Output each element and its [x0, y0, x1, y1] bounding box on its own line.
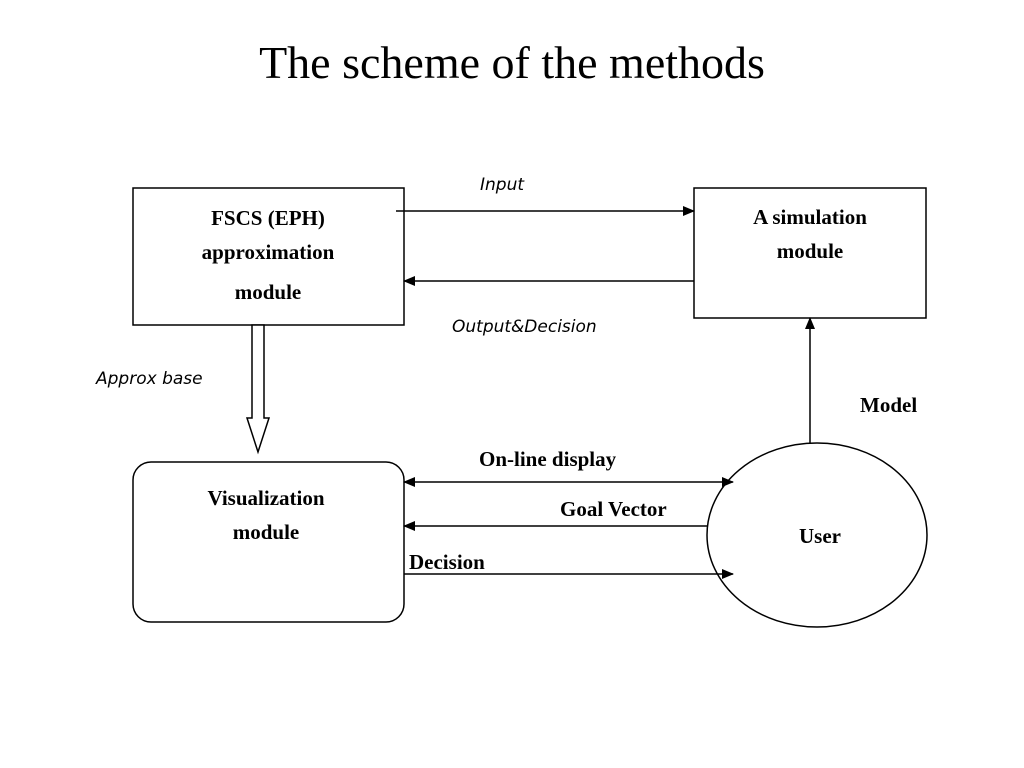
- output-decision-label: Output&Decision: [452, 317, 597, 337]
- simulation-module: A simulation module: [693, 187, 927, 319]
- input-arrow: Input: [396, 175, 695, 216]
- online-display-label: On-line display: [479, 447, 617, 471]
- fscs-approximation-module: FSCS (EPH) approximation module: [132, 187, 405, 326]
- visualization-label-line-1: Visualization: [207, 486, 324, 510]
- simulation-label-line-2: module: [777, 239, 844, 263]
- visualization-module: Visualization module: [132, 461, 405, 623]
- fscs-label-line-1: FSCS (EPH): [211, 206, 325, 230]
- visualization-label-line-2: module: [233, 520, 300, 544]
- goal-vector-label: Goal Vector: [560, 497, 667, 521]
- output-decision-arrow: Output&Decision: [403, 276, 694, 337]
- decision-arrow: Decision: [404, 550, 734, 579]
- fscs-label-line-3: module: [235, 280, 302, 304]
- goal-vector-arrow: Goal Vector: [403, 497, 708, 531]
- user-node: User: [706, 442, 928, 628]
- simulation-label-line-1: A simulation: [753, 205, 867, 229]
- user-label: User: [799, 524, 841, 548]
- slide-title: The scheme of the methods: [259, 37, 765, 88]
- decision-label: Decision: [409, 550, 485, 574]
- fscs-label-line-2: approximation: [202, 240, 335, 264]
- approx-base-arrow: Approx base: [95, 324, 271, 455]
- model-label: Model: [860, 393, 917, 417]
- input-label: Input: [480, 175, 525, 195]
- model-arrow: Model: [805, 317, 917, 443]
- approx-base-label: Approx base: [95, 369, 203, 389]
- online-display-arrow: On-line display: [403, 447, 734, 487]
